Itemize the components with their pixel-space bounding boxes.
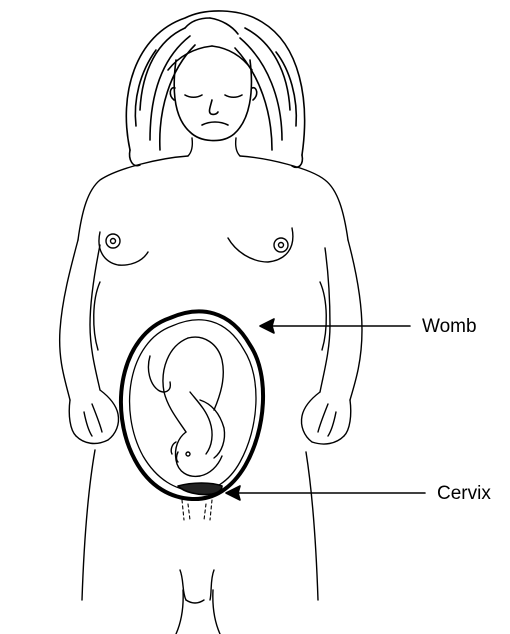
- cervix-arrow: [226, 486, 425, 500]
- breasts: [99, 228, 293, 265]
- arms: [60, 240, 362, 400]
- fetus: [148, 337, 224, 476]
- womb: [121, 311, 263, 499]
- womb-label: Womb: [422, 317, 477, 336]
- hands: [69, 390, 351, 444]
- face: [170, 60, 256, 141]
- torso: [82, 282, 326, 634]
- fetus-eye: [186, 452, 190, 456]
- right-eye-closed: [225, 95, 242, 97]
- hair: [126, 11, 304, 167]
- mouth: [202, 122, 228, 125]
- neck-shoulders: [78, 138, 348, 240]
- left-nipple: [106, 234, 120, 248]
- cervix-label: Cervix: [437, 484, 491, 503]
- right-nipple: [274, 238, 288, 252]
- womb-arrow: [260, 319, 410, 333]
- left-eye-closed: [185, 95, 202, 97]
- cervix: [178, 483, 222, 520]
